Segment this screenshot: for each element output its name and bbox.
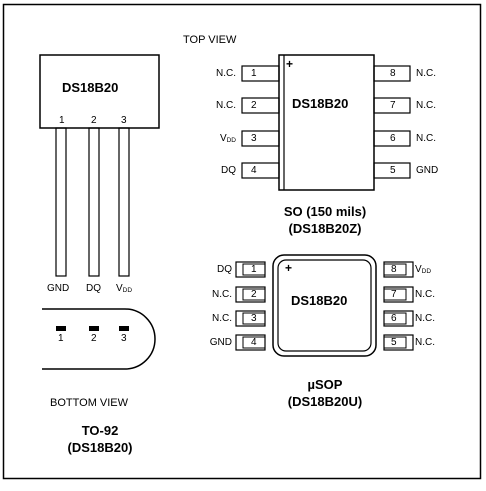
so8-pin-box-4: [241, 162, 280, 179]
usop-pin-box-inner-3: [242, 312, 266, 325]
so8-pin-name-3: VDD: [219, 133, 236, 144]
usop-pin-number-7: 7: [391, 289, 397, 300]
so8-pin-box-8: [373, 65, 411, 82]
so8-pin-number-1: 1: [251, 68, 257, 79]
so8-pin-number-4: 4: [251, 165, 257, 176]
so8-pin-number-8: 8: [390, 68, 396, 79]
so8-caption-line1: SO (150 mils): [283, 204, 367, 219]
so8-pin-name-8: N.C.: [416, 68, 436, 79]
so8-pin-name-5: GND: [416, 165, 439, 176]
usop-chip-name: DS18B20: [291, 293, 348, 308]
to92-chip-name: DS18B20: [62, 80, 119, 95]
usop-pin-box-inner-5: [383, 336, 407, 349]
so8-pin-name-1: N.C.: [216, 68, 236, 79]
to92-bottom-pin-number-2: 2: [91, 333, 97, 344]
so8-pin-box-1: [241, 65, 280, 82]
so8-pin1-mark: +: [286, 57, 294, 71]
usop-pin-box-inner-4: [242, 336, 266, 349]
usop-caption-line2: (DS18B20U): [287, 394, 363, 409]
usop-pin1-mark: +: [285, 261, 293, 275]
so8-pin-box-2: [241, 97, 280, 114]
usop-body: [272, 254, 377, 357]
usop-pin-box-inner-6: [383, 312, 407, 325]
to92-bottom-pad-2: [89, 326, 99, 331]
usop-pin-number-8: 8: [391, 264, 397, 275]
to92-lead-3: [118, 127, 130, 277]
usop-pin-number-6: 6: [391, 313, 397, 324]
usop-pin-box-inner-8: [383, 263, 407, 276]
so8-pin-name-2: N.C.: [216, 100, 236, 111]
to92-pin-name-3: VDD: [116, 283, 133, 294]
usop-pin-number-5: 5: [391, 337, 397, 348]
usop-pin-number-2: 2: [251, 289, 257, 300]
so8-pin-number-7: 7: [390, 100, 396, 111]
usop-pin-box-inner-2: [242, 288, 266, 301]
to92-lead-1: [55, 127, 67, 277]
to92-pin-name-1: GND: [47, 283, 70, 294]
usop-caption-line1: µSOP: [307, 377, 343, 392]
usop-pin-box-inner-1: [242, 263, 266, 276]
usop-pin-name-4: GND: [209, 337, 232, 348]
usop-pin-number-4: 4: [251, 337, 257, 348]
to92-caption-line1: TO-92: [81, 423, 119, 438]
so8-pin-number-2: 2: [251, 100, 257, 111]
to92-bottom-pin-number-3: 3: [121, 333, 127, 344]
so8-pin-name-6: N.C.: [416, 133, 436, 144]
so8-pin-box-6: [373, 130, 411, 147]
to92-pin-name-2: DQ: [86, 283, 101, 294]
so8-pin-number-5: 5: [390, 165, 396, 176]
so8-chip-name: DS18B20: [292, 96, 349, 111]
so8-pin-number-3: 3: [251, 133, 257, 144]
usop-pin-name-2: N.C.: [212, 289, 232, 300]
to92-lead-2: [88, 127, 100, 277]
to92-bottom-pad-3: [119, 326, 129, 331]
to92-pin-number-1: 1: [59, 115, 65, 126]
top-view-label: TOP VIEW: [183, 34, 237, 46]
usop-pin-boxes: [235, 261, 414, 351]
so8-pin-boxes: [241, 65, 411, 179]
usop-pin-number-1: 1: [251, 264, 257, 275]
to92-caption-line2: (DS18B20): [67, 440, 133, 455]
so8-caption-line2: (DS18B20Z): [288, 221, 362, 236]
so8-pin-box-5: [373, 162, 411, 179]
to92-bottom-pin-number-1: 1: [58, 333, 64, 344]
so8-pin-name-4: DQ: [221, 165, 236, 176]
usop-pin-name-6: N.C.: [415, 313, 435, 324]
so8-pin-number-6: 6: [390, 133, 396, 144]
usop-pin-name-7: N.C.: [415, 289, 435, 300]
usop-body-inner: [277, 259, 372, 352]
so8-pin-box-3: [241, 130, 280, 147]
so8-pin-box-7: [373, 97, 411, 114]
to92-pin-number-3: 3: [121, 115, 127, 126]
to92-bottom-outline: [42, 308, 156, 370]
so8-pin-name-7: N.C.: [416, 100, 436, 111]
to92-bottom-pad-1: [56, 326, 66, 331]
usop-pin-number-3: 3: [251, 313, 257, 324]
usop-pin-name-1: DQ: [217, 264, 232, 275]
usop-pin-name-8: VDD: [415, 264, 432, 275]
to92-pin-number-2: 2: [91, 115, 97, 126]
usop-pin-name-5: N.C.: [415, 337, 435, 348]
usop-pin-name-3: N.C.: [212, 313, 232, 324]
so8-body: [278, 54, 375, 191]
bottom-view-label: BOTTOM VIEW: [50, 397, 129, 409]
outer-border: [2, 3, 482, 480]
usop-pin-box-inner-7: [383, 288, 407, 301]
